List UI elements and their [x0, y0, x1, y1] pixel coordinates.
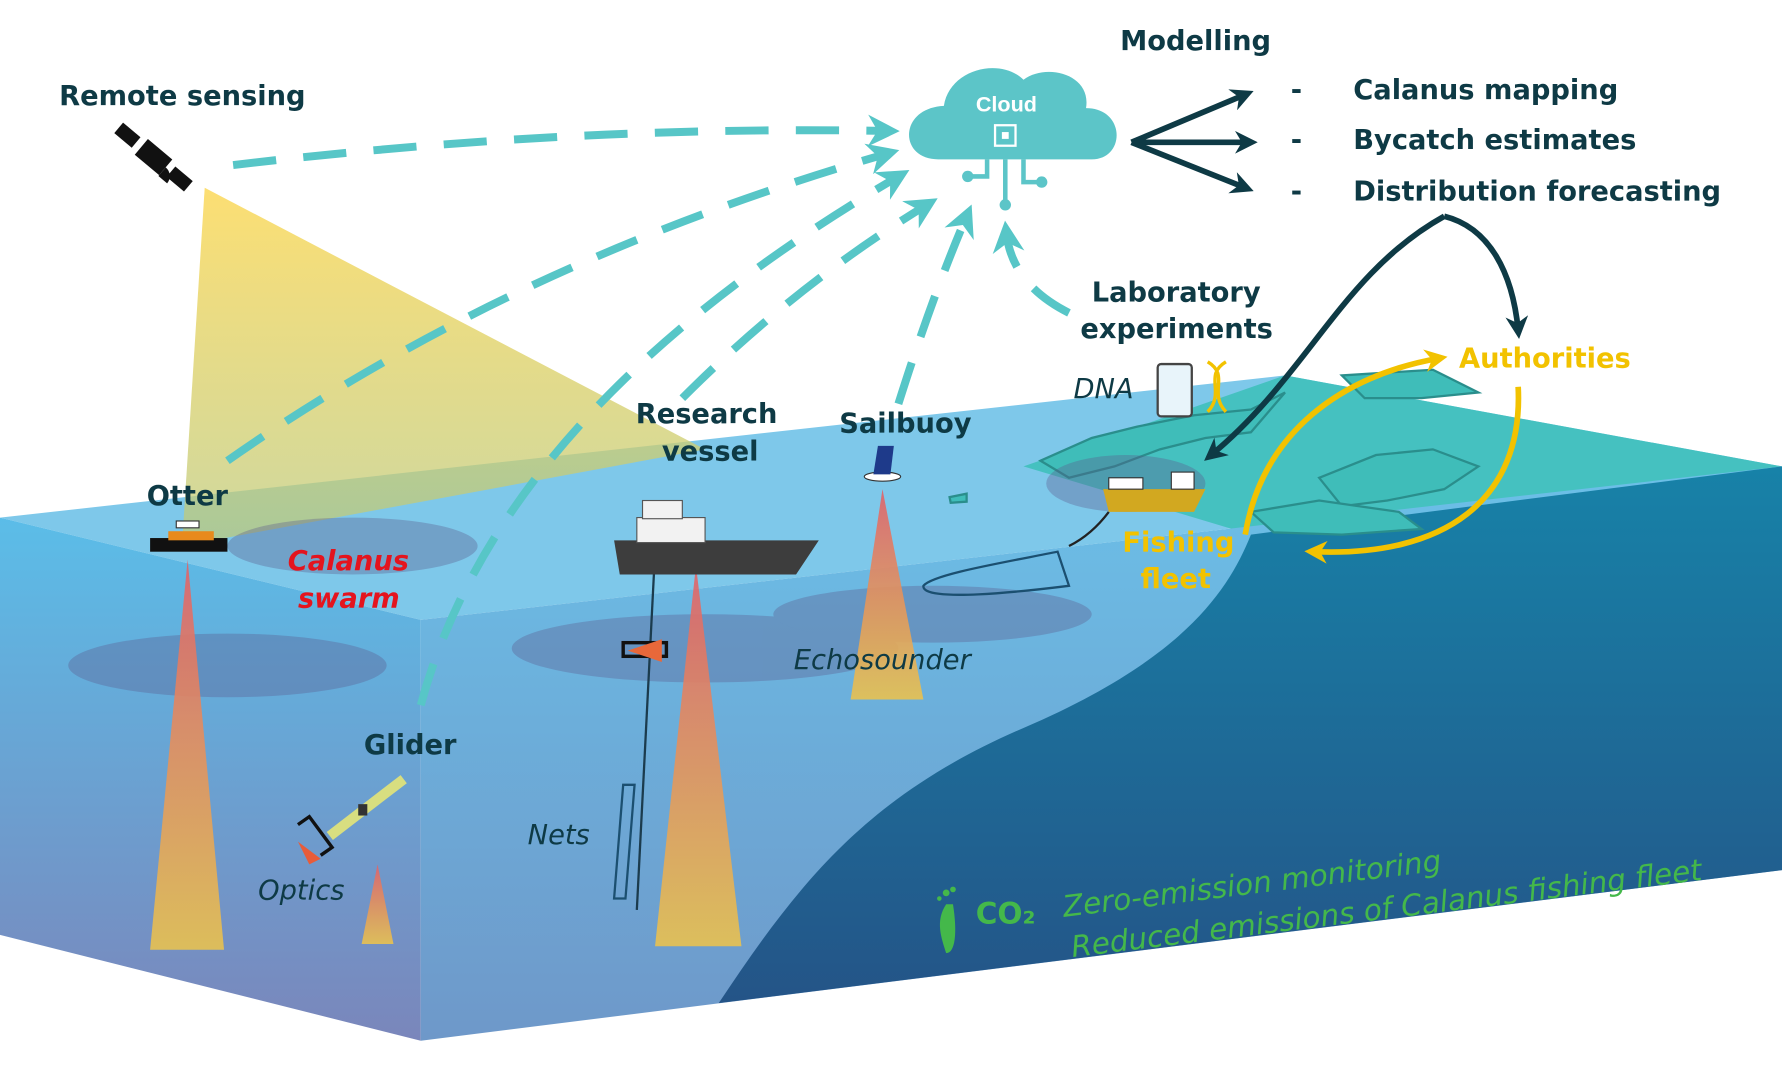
glider-label: Glider	[364, 730, 457, 761]
modelling-output-item: Calanus mapping	[1353, 75, 1618, 106]
modelling-outputs-list: - Calanus mapping - Bycatch estimates - …	[1291, 75, 1721, 207]
calanus-swarms	[68, 455, 1206, 698]
fishing-vessel-icon	[922, 471, 1206, 596]
modelling-output-item: Distribution forecasting	[1353, 176, 1721, 207]
forecast-to-authorities-arrow	[1443, 213, 1529, 339]
remote-sensing-label: Remote sensing	[59, 81, 305, 112]
footprint-icon	[937, 886, 956, 954]
fishing-fleet-label-line1: Fishing	[1122, 528, 1234, 559]
deep-water-shelf	[718, 466, 1782, 1004]
glider-icon	[296, 775, 407, 865]
nets-label: Nets	[528, 820, 590, 851]
otter-sonar-beam	[150, 559, 225, 950]
fishing-fleet-label-line2: fleet	[1141, 564, 1211, 595]
modelling-output-bullet: -	[1291, 75, 1302, 106]
remote-sensing-beam	[181, 187, 706, 547]
vessel-sonar-beam	[655, 565, 742, 947]
cloud-label: Cloud	[976, 92, 1037, 117]
co2-label: CO₂	[976, 897, 1036, 931]
islands	[948, 368, 1483, 536]
nets-icon	[612, 639, 669, 900]
beaker-icon	[1156, 362, 1193, 418]
sailbuoy-sonar-beam	[850, 489, 924, 700]
dna-label: DNA	[1074, 374, 1134, 405]
research-vessel-label-line1: Research	[636, 399, 778, 430]
glider-sonar-beam	[361, 864, 394, 945]
research-vessel-icon	[614, 499, 819, 910]
ocean-front-left	[0, 517, 421, 1041]
modelling-output-bullet: -	[1291, 125, 1302, 156]
modelling-heading: Modelling	[1120, 26, 1271, 57]
cloud-icon: Cloud	[909, 68, 1117, 211]
authorities-to-fishing-arrow	[1304, 386, 1522, 564]
data-links	[225, 114, 1071, 707]
calanus-swarm-label-line1: Calanus	[288, 546, 409, 577]
calanus-swarm-label-line2: swarm	[298, 583, 400, 614]
otter-drone-icon	[150, 520, 228, 552]
otter-label: Otter	[147, 481, 229, 512]
laboratory-label-line1: Laboratory	[1092, 278, 1261, 309]
modelling-output-item: Bycatch estimates	[1353, 125, 1636, 156]
chip-icon	[993, 124, 1017, 147]
sailbuoy-label: Sailbuoy	[839, 408, 971, 439]
laboratory-label-line2: experiments	[1080, 314, 1273, 345]
echosounder-label: Echosounder	[794, 645, 973, 676]
dna-helix-icon	[1206, 360, 1228, 413]
modelling-arrows	[1130, 89, 1258, 194]
research-vessel-label-line2: vessel	[662, 437, 759, 468]
optics-label: Optics	[258, 876, 344, 907]
satellite-icon	[114, 122, 193, 192]
modelling-output-bullet: -	[1291, 176, 1302, 207]
forecast-to-fishing-arrow	[1204, 213, 1446, 461]
authorities-label: Authorities	[1459, 343, 1631, 374]
sailbuoy-icon	[863, 445, 902, 482]
fishing-to-authorities-arrow	[1242, 349, 1448, 536]
